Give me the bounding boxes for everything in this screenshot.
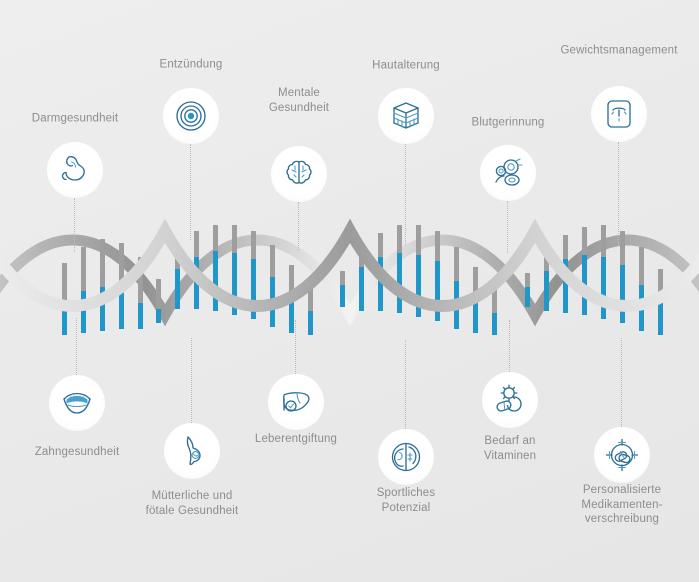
weight-scale-icon [607,100,631,128]
icon-bubble-entzuendung[interactable] [163,88,219,144]
connector-line-darmgesundheit [74,198,76,252]
node-label-sportliches-potenzial: Sportliches Potenzial [376,487,436,514]
connector-line-bedarf-an-vitaminen [509,320,511,372]
dna-double-helix [0,195,699,350]
icon-bubble-blutgerinnung[interactable] [480,145,536,201]
icon-bubble-darmgesundheit[interactable] [47,142,103,198]
icon-bubble-gewichtsmanagement[interactable] [591,86,647,142]
target-rings-icon [176,101,206,131]
node-label-entzuendung: Entzündung [159,58,223,71]
dna-strand-back [0,234,699,327]
icon-bubble-muetterliche-foetale-gesundheit[interactable] [164,423,220,479]
icon-bubble-hautalterung[interactable] [378,88,434,144]
node-label-darmgesundheit: Darmgesundheit [31,112,119,125]
node-label-zahngesundheit: Zahngesundheit [34,446,120,458]
icon-bubble-personalisierte-medikamentenverschreibung[interactable] [594,427,650,483]
liver-icon [283,392,310,412]
dna-svg [0,218,699,335]
muscle-fitness-icon [391,442,421,472]
connector-line-mentale-gesundheit [298,202,300,250]
icon-bubble-mentale-gesundheit[interactable] [271,146,327,202]
node-label-bedarf-an-vitaminen: Bedarf an Vitaminen [483,435,537,462]
icon-bubble-bedarf-an-vitaminen[interactable] [482,372,538,428]
connector-line-leberentgiftung [295,320,297,374]
skin-layers-icon [393,102,419,129]
pregnancy-icon [186,436,201,466]
connector-line-entzuendung [190,144,192,240]
node-label-gewichtsmanagement: Gewichtsmanagement [560,44,678,57]
connector-line-blutgerinnung [507,201,509,253]
connector-line-sportliches-potenzial [405,340,407,429]
connector-line-muetterliche-foetale-gesundheit [191,338,193,423]
dna-base-pairs [62,225,663,335]
dna-strand-front [0,218,699,312]
connector-line-hautalterung [405,144,407,245]
icon-bubble-zahngesundheit[interactable] [49,375,105,431]
connector-line-personalisierte-medikamentenverschreibung [621,338,623,427]
icon-bubble-leberentgiftung[interactable] [268,374,324,430]
node-label-personalisierte-medikamentenverschreibung: Personalisierte Medikamenten- verschreib… [581,484,663,525]
node-label-hautalterung: Hautalterung [372,59,440,72]
connector-line-gewichtsmanagement [618,142,620,246]
node-label-blutgerinnung: Blutgerinnung [471,116,545,129]
target-pills-icon [605,438,639,472]
node-label-muetterliche-foetale-gesundheit: Mütterliche und fötale Gesundheit [145,490,239,517]
stomach-icon [61,156,85,181]
teeth-smile-icon [63,392,91,414]
vitamins-icon [496,384,522,412]
node-label-mentale-gesundheit: Mentale Gesundheit [268,87,330,114]
connector-line-zahngesundheit [76,318,78,375]
icon-bubble-sportliches-potenzial[interactable] [378,429,434,485]
blood-cells-icon [495,158,523,186]
node-label-leberentgiftung: Leberentgiftung [254,433,338,445]
brain-icon [286,160,312,184]
